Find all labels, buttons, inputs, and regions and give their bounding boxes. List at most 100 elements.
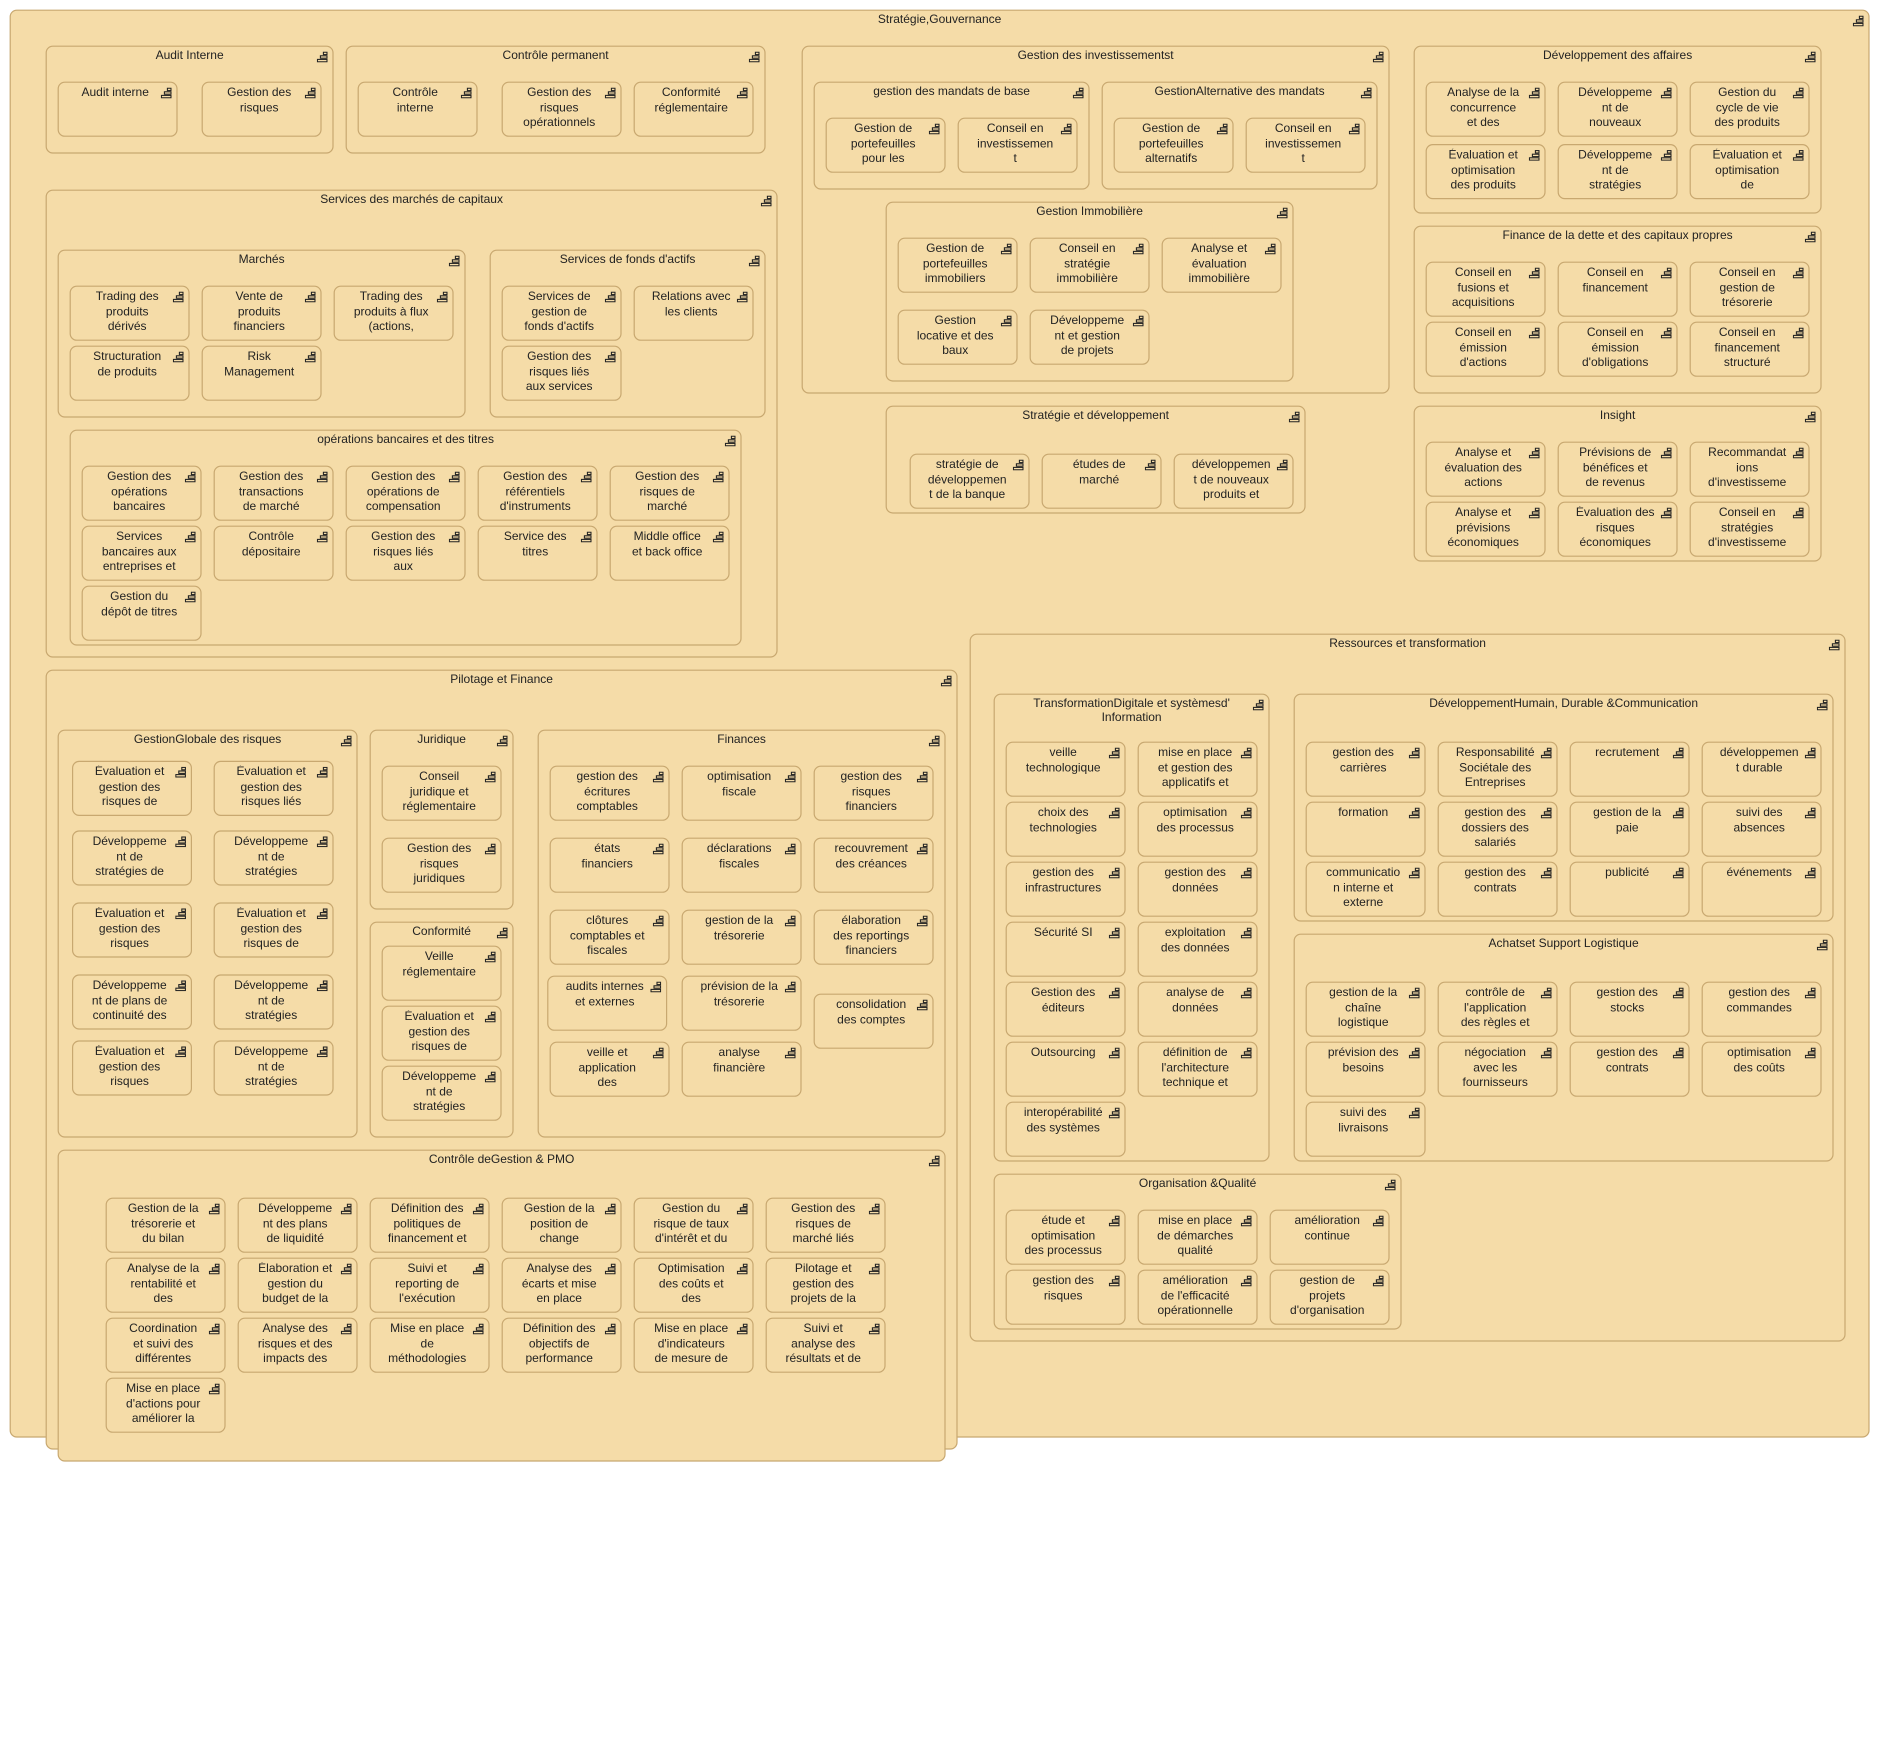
leaf-developpement-de-nouveaux-produits-et[interactable]: développement de nouveaux produits et xyxy=(1173,453,1294,509)
leaf-gestion-des-risques-lies-aux-referentiel[interactable]: Gestion des risques liés aux référentiel… xyxy=(345,525,466,581)
leaf-elaboration-des-reportings-financiers[interactable]: élaboration des reportings financiers xyxy=(813,909,934,965)
leaf-developpement-de-strategies-pour-minimis[interactable]: Développement de stratégies pour minimis… xyxy=(213,974,334,1030)
leaf-controle-depositaire[interactable]: Contrôle dépositaire xyxy=(213,525,334,581)
leaf-recouvrement-des-creances[interactable]: recouvrement des créances xyxy=(813,837,934,893)
leaf-mise-en-place-et-gestion-des-applicatifs[interactable]: mise en place et gestion des applicatifs… xyxy=(1137,741,1258,797)
leaf-developpement-de-strategies-pour-minimis[interactable]: Développement de stratégies pour minimis… xyxy=(213,830,334,886)
leaf-gestion-de-projets-d-organisation[interactable]: gestion de projets d'organisation xyxy=(1269,1269,1390,1325)
leaf-evaluation-des-risques-economiques[interactable]: Évaluation des risques économiques xyxy=(1557,501,1678,557)
leaf-interoperabilite-des-systemes[interactable]: interopérabilité des systèmes xyxy=(1005,1101,1126,1157)
leaf-pilotage-et-gestion-des-projets-de-la[interactable]: Pilotage et gestion des projets de la xyxy=(765,1257,886,1313)
leaf-evaluation-et-optimisation-de-l-experien[interactable]: Évaluation et optimisation de l'expérien… xyxy=(1689,144,1810,200)
leaf-evaluation-et-gestion-des-risques-lies-a[interactable]: Évaluation et gestion des risques liés a… xyxy=(213,760,334,817)
leaf-conseil-en-investissement[interactable]: Conseil en investissement xyxy=(1245,117,1366,173)
leaf-gestion-des-transactions-de-marche[interactable]: Gestion des transactions de marché xyxy=(213,465,334,521)
leaf-responsabilite-societale-des-entreprises[interactable]: Responsabilité Sociétale des Entreprises xyxy=(1437,741,1558,797)
leaf-conseil-en-financement[interactable]: Conseil en financement xyxy=(1557,261,1678,317)
leaf-veille-et-application-des-reglementation[interactable]: veille et application des réglementation xyxy=(549,1041,670,1097)
leaf-analyse-et-previsions-economiques[interactable]: Analyse et prévisions économiques xyxy=(1425,501,1546,557)
leaf-gestion-de-la-tresorerie[interactable]: gestion de la trésorerie xyxy=(681,909,802,965)
leaf-gestion-des-risques[interactable]: gestion des risques xyxy=(1005,1269,1126,1325)
leaf-suivi-et-reporting-de-l-execution[interactable]: Suivi et reporting de l'exécution xyxy=(369,1257,490,1313)
leaf-gestion-du-risque-de-taux-d-interet-et-d[interactable]: Gestion du risque de taux d'intérêt et d… xyxy=(633,1197,754,1253)
leaf-audits-internes-et-externes[interactable]: audits internes et externes xyxy=(547,975,668,1031)
leaf-conseil-en-investissement[interactable]: Conseil en investissement xyxy=(957,117,1078,173)
leaf-conseil-en-strategies-d-investisseme[interactable]: Conseil en stratégies d'investisseme xyxy=(1689,501,1810,557)
leaf-conseil-juridique-et-reglementaire[interactable]: Conseil juridique et réglementaire xyxy=(381,765,502,821)
leaf-gestion-des-risques-operationnels[interactable]: Gestion des risques opérationnels xyxy=(501,81,622,137)
leaf-gestion-des-risques-de-marche[interactable]: Gestion des risques de marché xyxy=(609,465,730,521)
leaf-audit-interne[interactable]: Audit interne xyxy=(57,81,178,137)
leaf-gestion-du-depot-de-titres[interactable]: Gestion du dépôt de titres xyxy=(81,585,202,641)
leaf-etudes-de-marche[interactable]: études de marché xyxy=(1041,453,1162,509)
leaf-amelioration-continue[interactable]: amélioration continue xyxy=(1269,1209,1390,1265)
leaf-evaluation-et-gestion-des-risques[interactable]: Évaluation et gestion des risques xyxy=(72,1040,192,1096)
leaf-publicite[interactable]: publicité xyxy=(1569,861,1690,917)
leaf-veille-technologique[interactable]: veille technologique xyxy=(1005,741,1126,797)
leaf-strategie-de-developpement-de-la-banque[interactable]: stratégie de développement de la banque xyxy=(909,453,1030,509)
leaf-amelioration-de-l-efficacite-operationne[interactable]: amélioration de l'efficacité opérationne… xyxy=(1137,1269,1258,1325)
leaf-gestion-des-referentiels-d-instruments[interactable]: Gestion des référentiels d'instruments xyxy=(477,465,598,521)
leaf-evaluation-et-gestion-des-risques-de[interactable]: Évaluation et gestion des risques de xyxy=(213,902,334,958)
leaf-suivi-des-absences[interactable]: suivi des absences xyxy=(1701,801,1822,857)
leaf-gestion-des-ecritures-comptables[interactable]: gestion des écritures comptables xyxy=(549,765,670,821)
leaf-elaboration-et-gestion-du-budget-de-la[interactable]: Élaboration et gestion du budget de la xyxy=(237,1257,358,1313)
leaf-mise-en-place-de-demarches-qualite[interactable]: mise en place de démarches qualité xyxy=(1137,1209,1258,1265)
leaf-gestion-de-la-tresorerie-et-du-bilan[interactable]: Gestion de la trésorerie et du bilan xyxy=(105,1197,226,1253)
leaf-developpement-de-strategies-pour-assurer[interactable]: Développement de stratégies pour assurer… xyxy=(381,1065,502,1121)
leaf-conseil-en-emission-d-obligations[interactable]: Conseil en émission d'obligations xyxy=(1557,321,1678,377)
leaf-conseil-en-strategie-immobiliere[interactable]: Conseil en stratégie immobilière xyxy=(1029,237,1150,293)
leaf-evaluation-et-gestion-des-risques-de[interactable]: Évaluation et gestion des risques de xyxy=(381,1005,502,1061)
leaf-conformite-reglementaire[interactable]: Conformité réglementaire xyxy=(633,81,754,137)
leaf-gestion-des-risques-de-marche-lies-aux[interactable]: Gestion des risques de marché liés aux xyxy=(765,1197,886,1253)
leaf-analyse-de-donnees[interactable]: analyse de données xyxy=(1137,981,1258,1037)
leaf-mise-en-place-d-actions-pour-ameliorer-l[interactable]: Mise en place d'actions pour améliorer l… xyxy=(105,1377,226,1433)
leaf-analyse-des-ecarts-et-mise-en-place[interactable]: Analyse des écarts et mise en place xyxy=(501,1257,622,1313)
leaf-negociation-avec-les-fournisseurs[interactable]: négociation avec les fournisseurs xyxy=(1437,1041,1558,1097)
leaf-conseil-en-emission-d-actions[interactable]: Conseil en émission d'actions xyxy=(1425,321,1546,377)
leaf-gestion-des-contrats[interactable]: gestion des contrats xyxy=(1569,1041,1690,1097)
leaf-controle-de-l-application-des-regles-et[interactable]: contrôle de l'application des règles et xyxy=(1437,981,1558,1037)
leaf-gestion-des-stocks[interactable]: gestion des stocks xyxy=(1569,981,1690,1037)
leaf-services-bancaires-aux-entreprises-et[interactable]: Services bancaires aux entreprises et xyxy=(81,525,202,581)
leaf-prevision-de-la-tresorerie[interactable]: prévision de la trésorerie xyxy=(681,975,802,1031)
leaf-gestion-des-donnees[interactable]: gestion des données xyxy=(1137,861,1258,917)
leaf-evaluation-et-optimisation-des-produits[interactable]: Évaluation et optimisation des produits xyxy=(1425,144,1546,200)
leaf-gestion-de-la-position-de-change[interactable]: Gestion de la position de change xyxy=(501,1197,622,1253)
leaf-outsourcing[interactable]: Outsourcing xyxy=(1005,1041,1126,1097)
leaf-declarations-fiscales[interactable]: déclarations fiscales xyxy=(681,837,802,893)
leaf-prevision-des-besoins[interactable]: prévision des besoins xyxy=(1305,1041,1426,1097)
leaf-gestion-des-operations-de-compensation[interactable]: Gestion des opérations de compensation xyxy=(345,465,466,521)
leaf-coordination-et-suivi-des-differentes[interactable]: Coordination et suivi des différentes xyxy=(105,1317,226,1373)
leaf-clotures-comptables-et-fiscales[interactable]: clôtures comptables et fiscales xyxy=(549,909,670,965)
leaf-analyse-et-evaluation-des-actions[interactable]: Analyse et évaluation des actions xyxy=(1425,441,1546,497)
leaf-analyse-de-la-rentabilite-et-des[interactable]: Analyse de la rentabilité et des xyxy=(105,1257,226,1313)
leaf-definition-de-l-architecture-technique-e[interactable]: définition de l'architecture technique e… xyxy=(1137,1041,1258,1097)
leaf-developpement-de-nouveaux-produits[interactable]: Développement de nouveaux produits xyxy=(1557,81,1678,137)
leaf-gestion-de-la-paie[interactable]: gestion de la paie xyxy=(1569,801,1690,857)
leaf-analyse-des-risques-et-des-impacts-des[interactable]: Analyse des risques et des impacts des xyxy=(237,1317,358,1373)
leaf-gestion-des-infrastructures[interactable]: gestion des infrastructures xyxy=(1005,861,1126,917)
leaf-developpement-de-strategies-pour-reduire[interactable]: Développement de stratégies pour réduire… xyxy=(213,1040,334,1096)
leaf-analyse-financiere[interactable]: analyse financière xyxy=(681,1041,802,1097)
leaf-gestion-des-risques-lies-aux-services-de[interactable]: Gestion des risques liés aux services de xyxy=(501,345,622,401)
leaf-gestion-des-risques-financiers[interactable]: gestion des risques financiers xyxy=(813,765,934,821)
leaf-optimisation-des-processus[interactable]: optimisation des processus xyxy=(1137,801,1258,857)
leaf-vente-de-produits-financiers[interactable]: Vente de produits financiers xyxy=(201,285,322,341)
leaf-structuration-de-produits[interactable]: Structuration de produits xyxy=(69,345,190,401)
leaf-gestion-des-operations-bancaires[interactable]: Gestion des opérations bancaires xyxy=(81,465,202,521)
leaf-developpement-et-gestion-de-projets[interactable]: Développement et gestion de projets xyxy=(1029,309,1150,365)
leaf-choix-des-technologies[interactable]: choix des technologies xyxy=(1005,801,1126,857)
leaf-risk-management[interactable]: Risk Management xyxy=(201,345,322,401)
leaf-gestion-des-risques-juridiques[interactable]: Gestion des risques juridiques xyxy=(381,837,502,893)
leaf-recommandations-d-investisseme[interactable]: Recommandations d'investisseme xyxy=(1689,441,1810,497)
leaf-optimisation-des-couts[interactable]: optimisation des coûts xyxy=(1701,1041,1822,1097)
leaf-securite-si[interactable]: Sécurité SI xyxy=(1005,921,1126,977)
leaf-controle-interne[interactable]: Contrôle interne xyxy=(357,81,478,137)
leaf-conseil-en-gestion-de-tresorerie[interactable]: Conseil en gestion de trésorerie xyxy=(1689,261,1810,317)
leaf-developpement-de-plans-de-continuite-des[interactable]: Développement de plans de continuité des xyxy=(72,974,192,1030)
leaf-exploitation-des-donnees[interactable]: exploitation des données xyxy=(1137,921,1258,977)
leaf-etude-et-optimisation-des-processus[interactable]: étude et optimisation des processus xyxy=(1005,1209,1126,1265)
leaf-gestion-des-contrats[interactable]: gestion des contrats xyxy=(1437,861,1558,917)
leaf-etats-financiers[interactable]: états financiers xyxy=(549,837,670,893)
